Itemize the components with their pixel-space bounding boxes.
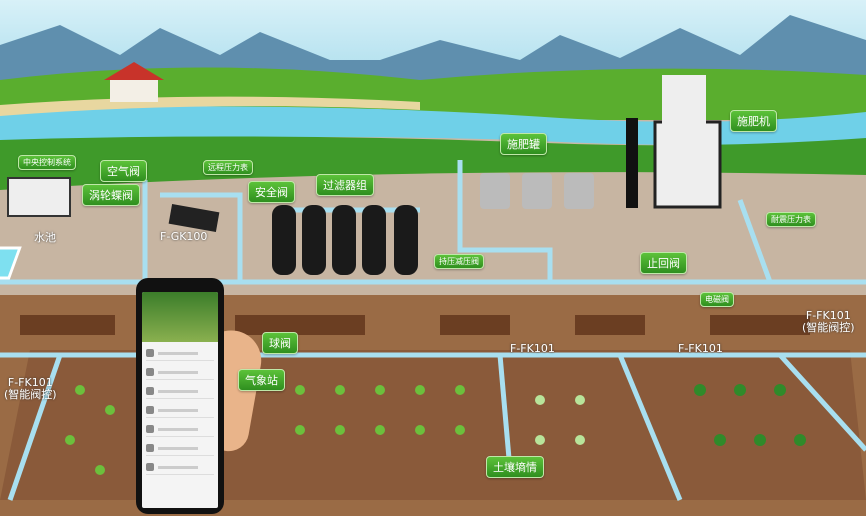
house xyxy=(110,78,158,102)
label-fertilizer-machine: 施肥机 xyxy=(730,110,777,132)
label-fk101-right: F-FK101(智能阀控) xyxy=(802,309,855,334)
trenches xyxy=(20,315,810,335)
label-weather-station: 气象站 xyxy=(238,369,285,391)
label-turbine-butterfly-valve: 涡轮蝶阀 xyxy=(82,184,140,206)
road xyxy=(0,96,420,116)
label-filter-group: 过滤器组 xyxy=(316,174,374,196)
label-fk101-left: F-FK101(智能阀控) xyxy=(4,376,57,401)
crop-field xyxy=(0,350,866,500)
river xyxy=(0,106,866,145)
label-shockproof-pressure-gauge: 耐震压力表 xyxy=(766,212,816,227)
label-remote-pressure-gauge: 远程压力表 xyxy=(203,160,253,175)
pool xyxy=(0,246,22,280)
fertilizer-tanks xyxy=(480,173,594,209)
label-fk101-mid1: F-FK101 xyxy=(510,342,555,355)
filters xyxy=(272,205,418,275)
smartphone[interactable] xyxy=(136,278,224,514)
label-pressure-reducing-valve: 持压减压阀 xyxy=(434,254,484,269)
label-solenoid-valve: 电磁阀 xyxy=(700,292,734,307)
label-check-valve: 止回阀 xyxy=(640,252,687,274)
monitor xyxy=(7,177,71,217)
phone-app-screen[interactable] xyxy=(142,292,218,508)
label-soil-moisture: 土壤墒情 xyxy=(486,456,544,478)
label-safety-valve: 安全阀 xyxy=(248,181,295,203)
label-central-control: 中央控制系统 xyxy=(18,155,76,170)
fertilizer-machine xyxy=(653,120,722,209)
label-gk100: F-GK100 xyxy=(160,230,208,243)
label-air-valve: 空气阀 xyxy=(100,160,147,182)
label-ball-valve: 球阀 xyxy=(262,332,298,354)
label-fk101-mid2: F-FK101 xyxy=(678,342,723,355)
label-fertilizer-tank: 施肥罐 xyxy=(500,133,547,155)
label-pool: 水池 xyxy=(34,231,56,244)
plants xyxy=(65,384,806,475)
gk100-device xyxy=(168,203,220,233)
